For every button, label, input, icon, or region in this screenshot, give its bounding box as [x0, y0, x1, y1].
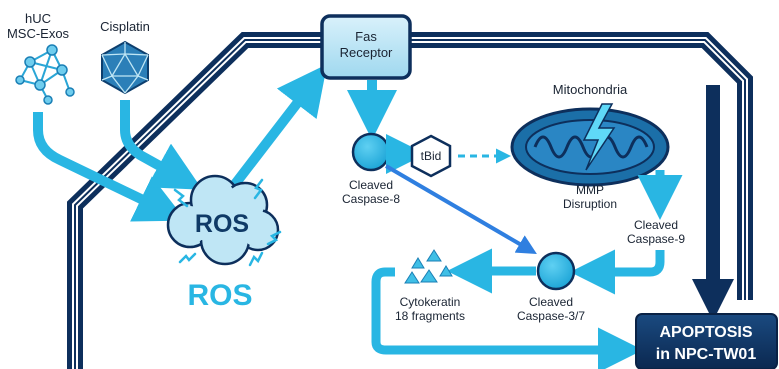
ros-cloud-label: ROS [195, 210, 249, 238]
exos-label-line1: hUC [25, 11, 51, 26]
exos-to-ros-arrow [33, 112, 187, 222]
fas-receptor-box [320, 14, 412, 80]
fas-label-line1: Fas [355, 29, 377, 44]
network-icon [15, 44, 75, 105]
cisplatin-to-ros-arrow [120, 100, 203, 190]
triangle-fragments-icon [404, 249, 453, 284]
apoptosis-box [635, 313, 778, 369]
cyto-label-line1: Cytokeratin [400, 295, 461, 309]
casp8-label-line2: Caspase-8 [342, 192, 400, 206]
ros-large-label: ROS [187, 279, 252, 312]
casp9-to-casp37-arrow [570, 249, 665, 295]
lightning-icon [582, 103, 616, 171]
fas-label-line2: Receptor [340, 45, 393, 60]
casp9-label-line2: Caspase-9 [627, 232, 685, 246]
apoptosis-label-line1: APOPTOSIS [659, 324, 752, 341]
casp37-label-line2: Caspase-3/7 [517, 309, 585, 323]
mmp-label-line2: Disruption [563, 197, 617, 211]
tbid-hexagon [410, 134, 452, 178]
cisplatin-label: Cisplatin [100, 19, 150, 34]
casp9-label-line1: Cleaved [634, 218, 678, 232]
icosahedron-icon [101, 40, 149, 95]
apoptosis-label-line2: in NPC-TW01 [656, 346, 757, 363]
cyto-label-line2: 18 fragments [395, 309, 465, 323]
exos-label-line2: MSC-Exos [7, 26, 70, 41]
casp37-node [536, 251, 576, 291]
casp8-label-line1: Cleaved [349, 178, 393, 192]
casp37-label-line1: Cleaved [529, 295, 573, 309]
tbid-label: tBid [421, 149, 442, 163]
casp8-to-casp37-arrow [384, 164, 537, 255]
cyto-to-apoptosis-arrow [371, 267, 643, 369]
mitochondria-label: Mitochondria [553, 82, 628, 97]
casp8-node [351, 132, 391, 172]
cell-membrane [67, 32, 753, 369]
cloud-icon [166, 174, 282, 267]
mitochondria-icon [510, 107, 670, 187]
mmp-label-line1: MMP [576, 183, 604, 197]
ros-to-fas-arrow [228, 64, 328, 192]
